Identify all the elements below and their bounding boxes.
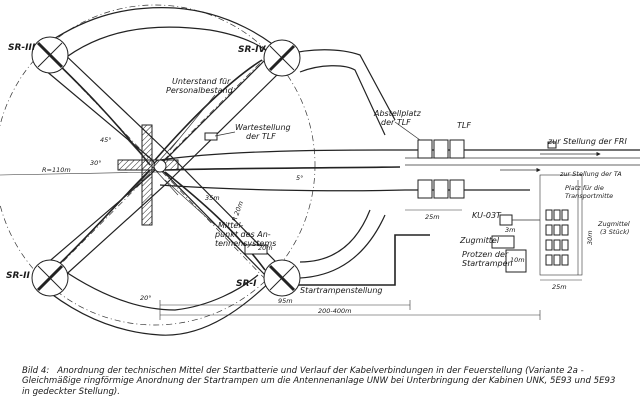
- label-protzen: Protzen der Startrampen: [462, 250, 513, 268]
- dim-95: 95m: [278, 297, 293, 305]
- label-sr2: SR-II: [6, 271, 30, 281]
- angle-5: 5°: [296, 174, 303, 182]
- angle-20: 20°: [140, 294, 152, 302]
- label-sr1: SR-I: [236, 279, 257, 289]
- wartestellung-box: [204, 132, 218, 141]
- dim-r20: R 20m: [230, 200, 245, 223]
- caption-number: Bild 4:: [22, 366, 50, 376]
- dim-radius: R=110m: [42, 166, 71, 174]
- dim-35: 35m: [205, 194, 220, 202]
- label-zugmittel: Zugmittel: [459, 236, 500, 245]
- launcher-sr3: [31, 36, 69, 74]
- antenna-system: [117, 124, 179, 226]
- road-lower: [39, 281, 271, 336]
- launcher-sr1: [263, 259, 301, 297]
- road-upper: [39, 7, 286, 56]
- main-road: [159, 149, 640, 161]
- label-unterstand: Unterstand für Personalbestand: [166, 77, 234, 95]
- angle-45: 45°: [100, 136, 112, 144]
- label-abstellplatz: Abstellplatz der TLF: [373, 109, 423, 127]
- firing-position-diagram: SR-III SR-IV SR-II SR-I Unterstand für P…: [0, 4, 640, 336]
- startrampen-post: [244, 244, 268, 255]
- label-sr3: SR-III: [8, 43, 36, 53]
- tlf-parking: [417, 139, 465, 199]
- label-tlf: TLF: [457, 121, 471, 130]
- label-platz-transport: Platz für die Transportmitte: [565, 184, 613, 200]
- dim-25a: 25m: [425, 213, 440, 221]
- dim-3: 3m: [505, 226, 515, 234]
- launcher-sr2: [31, 259, 69, 297]
- figure-caption: Bild 4:Anordnung der technischen Mittel …: [22, 366, 622, 397]
- label-zur-stellung-ta: zur Stellung der TA: [559, 170, 622, 178]
- label-wartestellung: Wartestellung der TLF: [235, 123, 293, 141]
- angle-30: 30°: [90, 159, 102, 167]
- label-zugmittel-right: Zugmittel (3 Stück): [597, 220, 632, 236]
- dim-25b: 25m: [552, 283, 567, 291]
- dim-20a: 20m: [258, 244, 273, 252]
- antenna-radius-circle: [0, 4, 316, 326]
- label-mittelpunkt: Mittel- punkt des An- tennensystems: [214, 221, 276, 248]
- label-sr4: SR-IV: [238, 45, 266, 55]
- dim-30: 30m: [586, 230, 594, 245]
- dim-10: 10m: [510, 256, 525, 264]
- label-ku03t: KU-03T: [472, 211, 502, 220]
- dim-200: 200-400m: [318, 307, 352, 315]
- launcher-sr4: [263, 39, 301, 77]
- ku03t-area: [491, 214, 540, 273]
- caption-text: Anordnung der technischen Mittel der Sta…: [22, 366, 616, 397]
- transport-area: [539, 174, 583, 276]
- label-startrampenstellung: Startrampenstellung: [300, 286, 383, 295]
- cable-main: [164, 166, 401, 171]
- label-zur-stellung-fri: zur Stellung der FRI: [547, 137, 627, 146]
